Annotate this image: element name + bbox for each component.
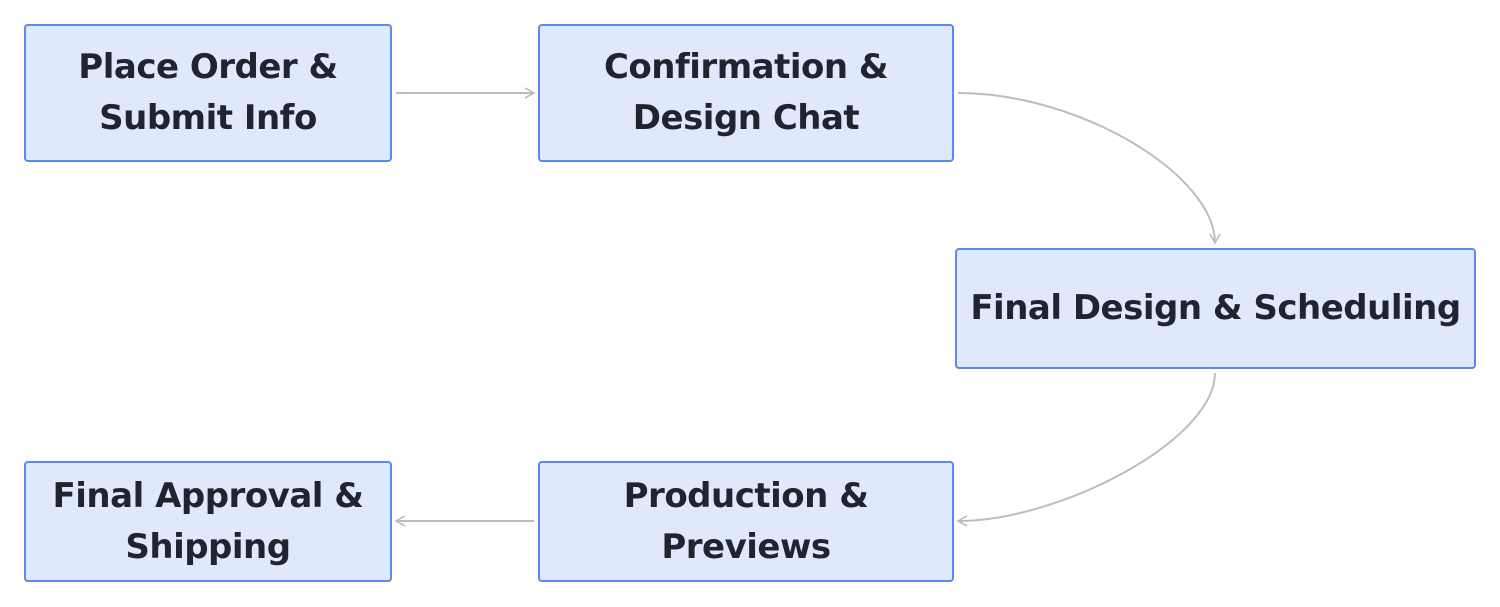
node-label: Final Design & Scheduling: [970, 288, 1461, 328]
node-production-previews[interactable]: Production & Previews: [538, 461, 954, 582]
node-label: Production & Previews: [623, 475, 869, 567]
node-final-approval-shipping[interactable]: Final Approval & Shipping: [24, 461, 392, 582]
node-confirmation-design-chat[interactable]: Confirmation & Design Chat: [538, 24, 954, 162]
node-final-design-scheduling[interactable]: Final Design & Scheduling: [955, 248, 1476, 369]
node-label: Final Approval & Shipping: [52, 475, 364, 567]
edge-confirmation-to-final-design: [957, 92, 1221, 245]
node-label: Place Order & Submit Info: [78, 47, 338, 138]
node-label: Confirmation & Design Chat: [603, 47, 889, 138]
node-place-order[interactable]: Place Order & Submit Info: [24, 24, 392, 162]
edge-final-design-to-production: [956, 372, 1216, 527]
